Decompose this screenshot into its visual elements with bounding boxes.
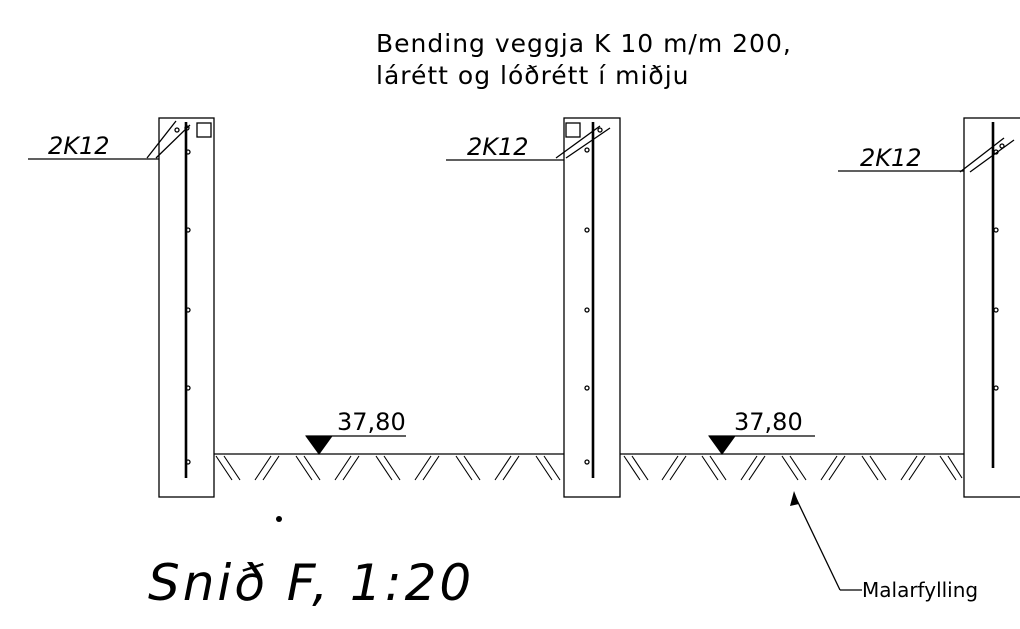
elevation-triangle-1 [305, 435, 333, 455]
reinforcement-note-line2: lárétt og lóðrétt í miðju [376, 61, 690, 90]
wall-2-corner-box [565, 122, 581, 138]
dot-mark [276, 516, 282, 522]
elevation-marker-2: 37,80 [708, 408, 815, 455]
wall-2-rebar-label: 2K12 [467, 133, 529, 161]
wall-1-corner-box [196, 122, 212, 138]
wall-1-outline [158, 117, 215, 498]
arrow-head-icon [790, 491, 799, 506]
elevation-triangle-2 [708, 435, 736, 455]
wall-2: 2K12 [446, 117, 621, 498]
wall-3-outline [963, 117, 1020, 498]
elevation-value-1: 37,80 [337, 408, 406, 436]
section-title: Snið F, 1:20 [148, 554, 474, 612]
ground-hatch-2 [623, 455, 963, 481]
fill-material-label: Malarfylling [862, 578, 978, 602]
wall-3: 2K12 [838, 117, 1020, 498]
elevation-value-2: 37,80 [734, 408, 803, 436]
wall-1: 2K12 [28, 117, 215, 498]
wall-3-rebar-label: 2K12 [860, 144, 922, 172]
fill-leader [790, 491, 862, 591]
elevation-marker-1: 37,80 [305, 408, 406, 455]
wall-2-outline [563, 117, 621, 498]
wall-1-rebar-label: 2K12 [48, 132, 110, 160]
ground-hatch-1 [215, 455, 561, 481]
reinforcement-note-line1: Bending veggja K 10 m/m 200, [376, 29, 792, 58]
